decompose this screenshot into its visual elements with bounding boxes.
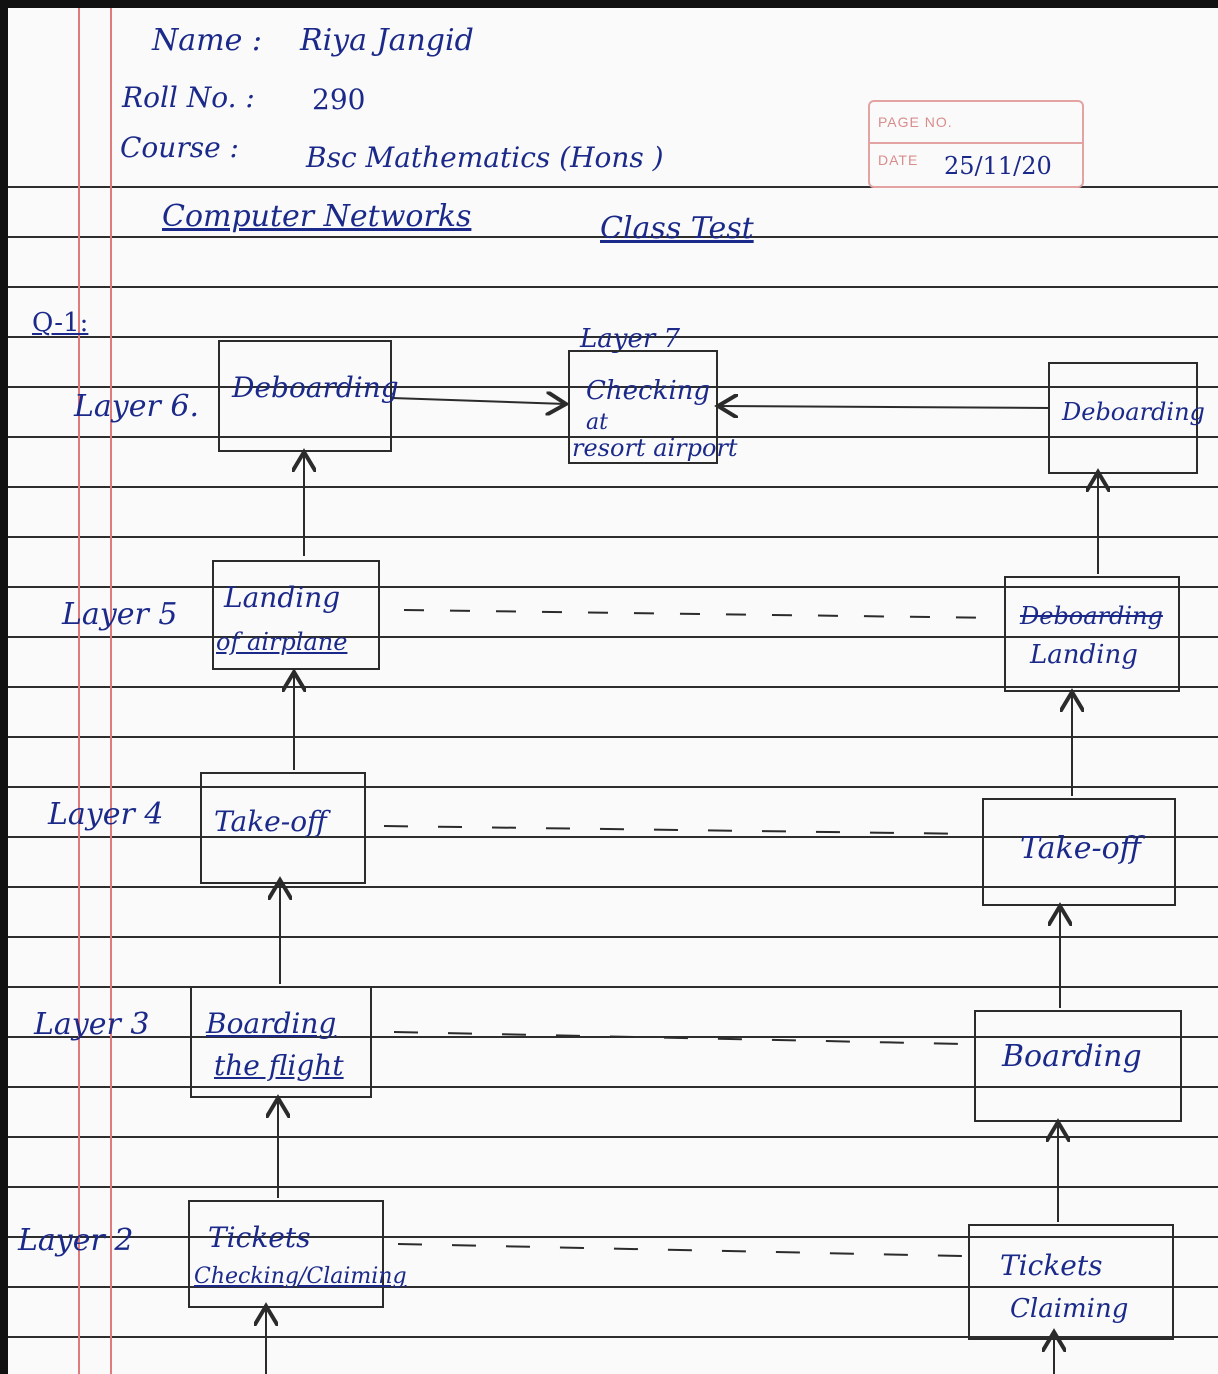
box-layer7-line3: resort airport (572, 434, 738, 462)
course-value: Bsc Mathematics (Hons ) (306, 141, 664, 174)
question-number: Q-1: (32, 308, 89, 338)
box-left-layer4: Take-off (200, 772, 366, 884)
box-right-layer5: Deboarding Landing (1004, 576, 1180, 692)
roll-label: Roll No. : (122, 81, 255, 114)
margin-line-outer (78, 8, 80, 1374)
ruled-line (8, 1336, 1218, 1338)
ruled-line (8, 386, 1218, 388)
ruled-line (8, 636, 1218, 638)
box-left-layer5-line1: Landing (224, 581, 341, 614)
arrow-l6-to-l7 (391, 398, 566, 404)
box-left-layer2-line2: Checking/Claiming (194, 1264, 407, 1289)
ruled-line (8, 586, 1218, 588)
layer-label-7: Layer 7 (580, 324, 681, 354)
box-right-layer6: Deboarding (1048, 362, 1205, 474)
layer-label-3: Layer 3 (34, 1007, 150, 1042)
box-right-layer2-line1: Tickets (1000, 1249, 1103, 1282)
box-layer7: Checking at resort airport (568, 350, 738, 464)
ruled-line (8, 486, 1218, 488)
peer-line-layer2 (397, 1243, 963, 1257)
box-layer7-line2: at (586, 410, 608, 435)
peer-line-layer5 (403, 609, 1001, 619)
ruled-line (8, 736, 1218, 738)
box-right-layer2-line2: Claiming (1010, 1294, 1129, 1324)
name-value: Riya Jangid (300, 23, 474, 58)
ruled-line (8, 836, 1218, 838)
ruled-line (8, 1086, 1218, 1088)
box-right-layer5-struck: Deboarding (1020, 602, 1163, 630)
ruled-line (8, 286, 1218, 288)
stamp-page-label: PAGE NO. (878, 114, 953, 130)
ruled-line (8, 936, 1218, 938)
ruled-line (8, 786, 1218, 788)
box-right-layer4: Take-off (982, 798, 1176, 906)
box-left-layer2: Tickets Checking/Claiming (188, 1200, 407, 1308)
box-layer7-line1: Checking (586, 376, 711, 406)
ruled-line (8, 1136, 1218, 1138)
page-date-stamp: PAGE NO. DATE 25/11/20 (868, 100, 1084, 188)
box-right-layer3-text: Boarding (1002, 1039, 1142, 1074)
subject-title: Computer Networks (162, 199, 472, 234)
layer-label-6: Layer 6. (74, 389, 200, 424)
course-label: Course : (120, 131, 239, 164)
box-right-layer5-text: Landing (1030, 640, 1138, 670)
box-left-layer4-text: Take-off (214, 805, 327, 838)
ruled-line (8, 1186, 1218, 1188)
box-right-layer3: Boarding (974, 1010, 1182, 1122)
box-left-layer3-line1: Boarding (206, 1007, 337, 1040)
stamp-date-value: 25/11/20 (944, 152, 1052, 180)
ruled-line (8, 236, 1218, 238)
ruled-line (8, 186, 1218, 188)
layer-label-4: Layer 4 (48, 797, 164, 832)
stamp-page-row: PAGE NO. (870, 102, 1082, 144)
roll-value: 290 (312, 83, 366, 116)
ruled-line (8, 336, 1218, 338)
box-left-layer3-line2: the flight (214, 1049, 344, 1082)
ruled-line (8, 686, 1218, 688)
peer-line-layer3 (393, 1031, 967, 1045)
margin-line-inner (110, 8, 112, 1374)
arrow-r6-to-l7 (718, 406, 1051, 408)
box-left-layer5: Landing of airplane (212, 560, 380, 670)
box-right-layer4-text: Take-off (1020, 831, 1141, 866)
test-title: Class Test (600, 211, 754, 246)
ruled-line (8, 436, 1218, 438)
ruled-line (8, 886, 1218, 888)
page-edge-top (0, 0, 1218, 8)
box-left-layer6-text: Deboarding (232, 371, 399, 404)
box-left-layer3: Boarding the flight (190, 986, 372, 1098)
layer-label-2: Layer 2 (18, 1223, 134, 1258)
box-left-layer2-line1: Tickets (208, 1221, 311, 1254)
stamp-date-label: DATE (878, 152, 919, 168)
ruled-line (8, 1236, 1218, 1238)
name-label: Name : (152, 23, 262, 58)
layer-label-5: Layer 5 (62, 597, 178, 632)
box-right-layer6-text: Deboarding (1062, 398, 1205, 426)
ruled-line (8, 536, 1218, 538)
box-right-layer2: Tickets Claiming (968, 1224, 1174, 1340)
peer-line-layer4 (383, 825, 977, 835)
page-edge-left (0, 0, 8, 1374)
box-left-layer5-line2: of airplane (216, 628, 348, 656)
ruled-line (8, 1286, 1218, 1288)
box-left-layer6: Deboarding (218, 340, 399, 452)
ruled-line (8, 986, 1218, 988)
